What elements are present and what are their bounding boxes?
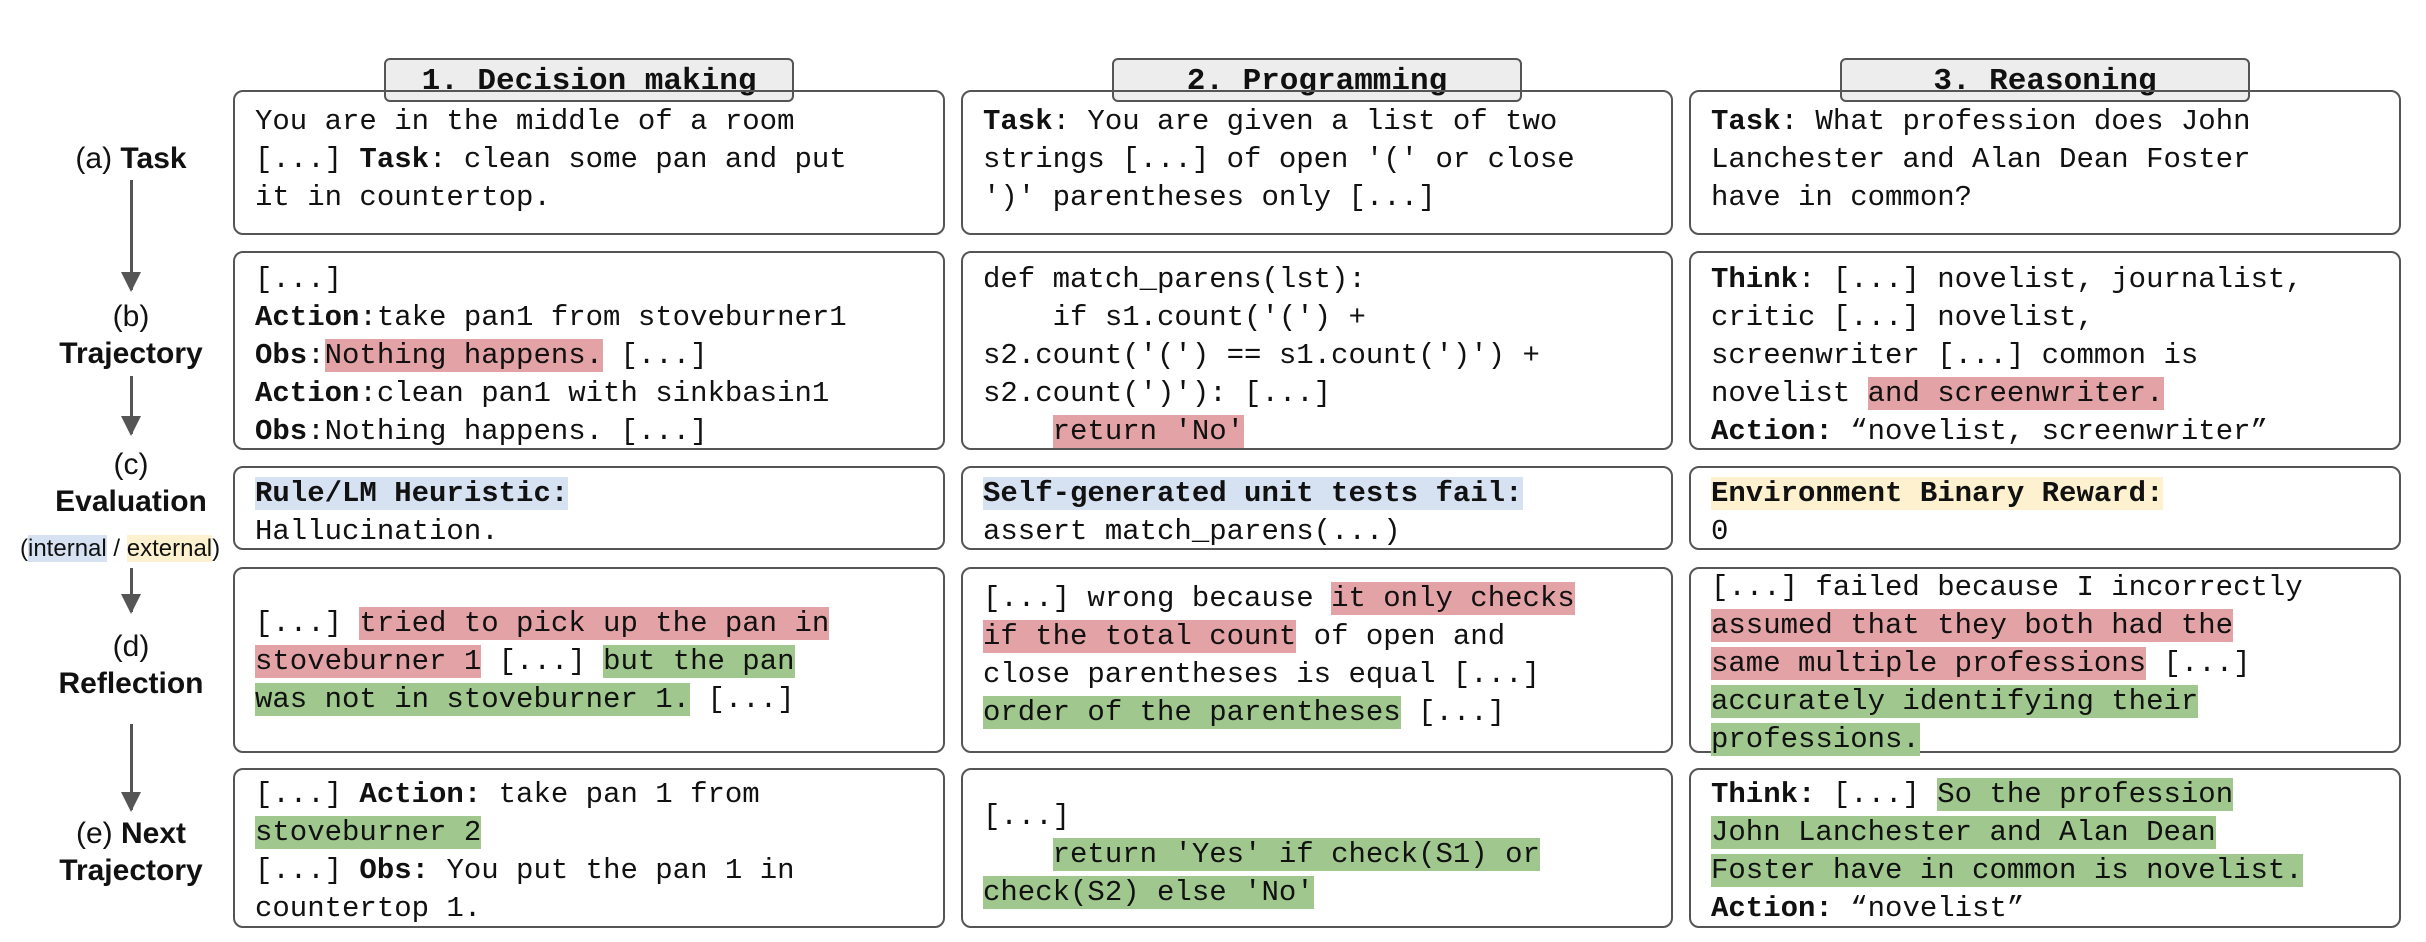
programming-next-trajectory-box: [...] return 'Yes' if check(S1) or check… [961,768,1673,928]
programming-evaluation-box: Self-generated unit tests fail: assert m… [961,466,1673,550]
evaluation-note: (internal / external) [20,535,221,562]
arrow-down [121,180,141,292]
decision-task-box: You are in the middle of a room [...] Ta… [233,90,945,235]
arrow-down [121,568,141,614]
decision-trajectory-box: [...] Action:take pan1 from stoveburner1… [233,251,945,450]
reasoning-task-box: Task: What profession does John Lanchest… [1689,90,2401,235]
arrow-down [121,376,141,436]
reasoning-next-trajectory-box: Think: [...] So the profession John Lanc… [1689,768,2401,928]
programming-trajectory-box: def match_parens(lst): if s1.count('(') … [961,251,1673,450]
row-label-task: (a) Task [75,142,187,175]
decision-next-trajectory-box: [...] Action: take pan 1 from stoveburne… [233,768,945,928]
row-label-trajectory: (b)Trajectory [59,300,203,370]
reasoning-trajectory-box: Think: [...] novelist, journalist, criti… [1689,251,2401,450]
column-header-decision-making: 1. Decision making [384,58,794,102]
reasoning-reflection-box: [...] failed because I incorrectly assum… [1689,567,2401,756]
row-label-evaluation: (c)Evaluation [55,448,207,518]
row-label-reflection: (d)Reflection [58,630,204,700]
programming-reflection-box: [...] wrong because it only checks if th… [961,567,1673,753]
column-header-programming: 2. Programming [1112,58,1522,102]
decision-evaluation-box: Rule/LM Heuristic: Hallucination. [233,466,945,550]
decision-reflection-box: [...] tried to pick up the pan in stoveb… [233,567,945,753]
reasoning-evaluation-box: Environment Binary Reward: 0 [1689,466,2401,550]
arrow-down [121,724,141,812]
programming-task-box: Task: You are given a list of two string… [961,90,1673,235]
column-header-reasoning: 3. Reasoning [1840,58,2250,102]
